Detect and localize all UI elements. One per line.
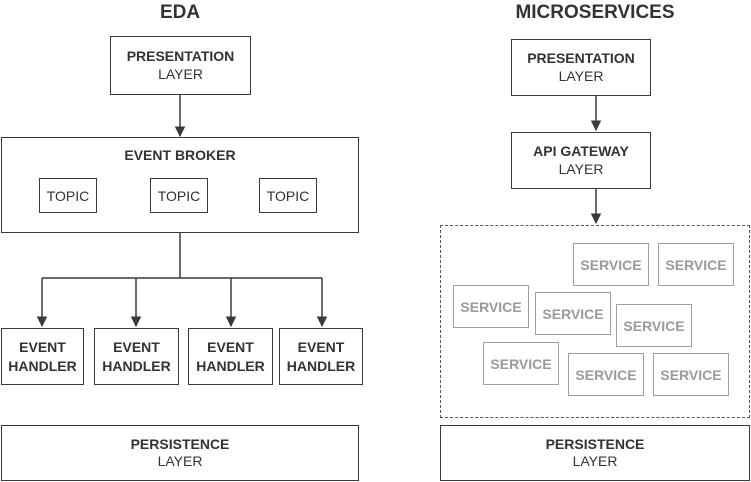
ms-persistence-sublabel: LAYER [572,453,618,469]
event-handler-sublabel: HANDLER [8,357,77,374]
event-handler-box-4: EVENT HANDLER [279,328,363,385]
topic-box-3: TOPIC [259,178,317,213]
eda-persistence-label: PERSISTENCE [130,435,230,452]
service-box-7: SERVICE [568,353,644,396]
service-box-1: SERVICE [573,243,649,286]
api-gateway-layer-box: API GATEWAY LAYER [511,132,651,189]
api-gateway-label: API GATEWAY [533,143,629,159]
services-container [440,225,750,418]
service-box-3: SERVICE [453,285,529,328]
microservices-title: MICROSERVICES [515,2,675,23]
event-handler-box-2: EVENT HANDLER [94,328,179,385]
service-box-2: SERVICE [658,243,734,286]
event-handler-label: EVENT [297,339,345,356]
ms-presentation-label: PRESENTATION [527,50,635,66]
eda-persistence-layer-box: PERSISTENCE LAYER [1,425,359,481]
event-handler-label: EVENT [207,339,254,356]
service-box-6: SERVICE [483,342,559,385]
eda-presentation-sublabel: LAYER [158,65,203,82]
event-handler-label: EVENT [19,339,66,356]
event-handler-sublabel: HANDLER [102,357,171,374]
topic-box-1: TOPIC [39,178,97,213]
eda-presentation-layer-box: PRESENTATION LAYER [110,36,251,95]
service-box-4: SERVICE [535,292,611,335]
eda-title: EDA [159,2,201,23]
event-handler-sublabel: HANDLER [196,357,265,374]
topic-box-2: TOPIC [150,178,208,213]
ms-presentation-layer-box: PRESENTATION LAYER [511,39,651,96]
eda-presentation-label: PRESENTATION [126,48,235,64]
event-handler-sublabel: HANDLER [286,357,356,374]
api-gateway-sublabel: LAYER [558,160,604,177]
ms-presentation-sublabel: LAYER [558,67,604,84]
eda-persistence-sublabel: LAYER [157,453,203,469]
ms-persistence-label: PERSISTENCE [545,435,645,452]
event-handler-box-3: EVENT HANDLER [188,328,273,385]
service-box-8: SERVICE [653,353,729,396]
service-box-5: SERVICE [616,304,692,347]
ms-persistence-layer-box: PERSISTENCE LAYER [440,425,750,481]
event-broker-label: EVENT BROKER [124,147,236,163]
event-handler-label: EVENT [113,339,160,356]
event-handler-box-1: EVENT HANDLER [1,328,84,385]
event-broker-box: EVENT BROKER [1,137,359,233]
